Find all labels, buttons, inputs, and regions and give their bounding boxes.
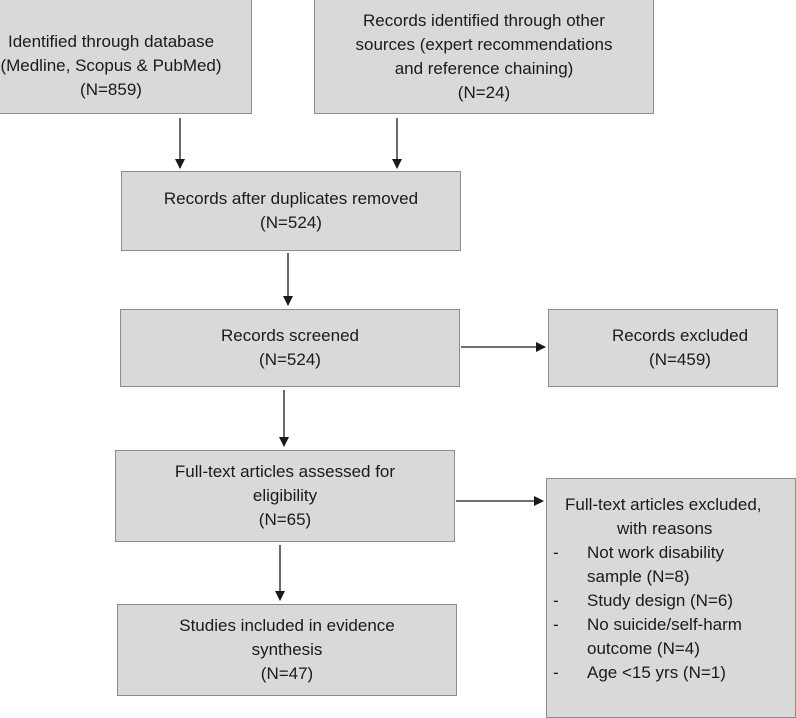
records-screened-box: Records screened (N=524) xyxy=(120,309,460,387)
after-duplicates-box: Records after duplicates removed (N=524) xyxy=(121,171,461,251)
box-line: Records excluded xyxy=(611,326,749,345)
records-excluded-box: Records excluded (N=459) xyxy=(548,309,778,387)
box-line: (N=524) xyxy=(259,350,321,369)
box-line: (N=459) xyxy=(649,350,711,369)
identified-other-sources-box: Records identified through other sources… xyxy=(314,0,654,114)
box-line: Records screened xyxy=(221,326,359,345)
exclusion-reasons-list: - Not work disability sample (N=8) - Stu… xyxy=(553,541,742,685)
box-line: (N=859) xyxy=(80,80,142,99)
box-line: (N=524) xyxy=(260,213,322,232)
box-line: Records identified through other xyxy=(363,11,605,30)
identified-database-box: Identified through database (Medline, Sc… xyxy=(0,0,252,114)
reason-line: Study design (N=6) xyxy=(587,591,733,610)
box-line: Studies included in evidence xyxy=(179,616,395,635)
box-line: (N=65) xyxy=(258,510,312,529)
exclusion-reason-item: - Age <15 yrs (N=1) xyxy=(553,661,742,685)
reason-line: outcome (N=4) xyxy=(587,639,700,658)
exclusion-heading: Full-text articles excluded, xyxy=(565,495,762,514)
exclusion-reason-item: - Study design (N=6) xyxy=(553,589,742,613)
box-line: synthesis xyxy=(251,640,323,659)
reason-line: sample (N=8) xyxy=(587,567,690,586)
exclusion-reason-item: - No suicide/self-harm outcome (N=4) xyxy=(553,613,742,661)
fulltext-excluded-box: Full-text articles excluded, with reason… xyxy=(546,478,796,718)
box-line: Identified through database xyxy=(7,32,215,51)
bullet-dash: - xyxy=(553,663,559,682)
exclusion-subheading: with reasons xyxy=(617,519,713,538)
fulltext-assessed-box: Full-text articles assessed for eligibil… xyxy=(115,450,455,542)
box-line: sources (expert recommendations xyxy=(355,35,613,54)
reason-line: No suicide/self-harm xyxy=(587,615,742,634)
bullet-dash: - xyxy=(553,591,559,610)
exclusion-reason-item: - Not work disability sample (N=8) xyxy=(553,541,742,589)
reason-line: Not work disability xyxy=(587,543,724,562)
bullet-dash: - xyxy=(553,615,559,634)
bullet-dash: - xyxy=(553,543,559,562)
box-line: and reference chaining) xyxy=(394,59,574,78)
box-line: Records after duplicates removed xyxy=(163,189,419,208)
box-line: (Medline, Scopus & PubMed) xyxy=(0,56,222,75)
box-line: (N=24) xyxy=(457,83,511,102)
box-line: (N=47) xyxy=(260,664,314,683)
reason-line: Age <15 yrs (N=1) xyxy=(587,663,726,682)
box-line: eligibility xyxy=(252,486,318,505)
box-line: Full-text articles assessed for xyxy=(174,462,396,481)
studies-included-box: Studies included in evidence synthesis (… xyxy=(117,604,457,696)
